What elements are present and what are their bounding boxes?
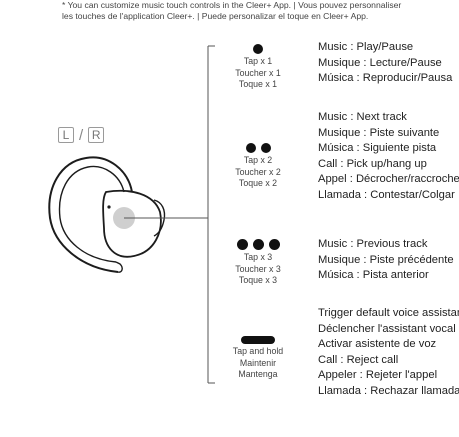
action-line: Trigger default voice assistant [318, 307, 459, 319]
gesture-label: Toucher x 2 [235, 166, 281, 177]
gesture-label: Toucher x 1 [235, 67, 281, 78]
hold-bar-icon [206, 330, 310, 344]
action-line: Music : Previous track [318, 238, 428, 250]
gesture-triple-tap: Tap x 3 Toucher x 3 Toque x 3 [206, 236, 310, 287]
action-line: Música : Reproducir/Pausa [318, 72, 453, 85]
action-line: Musique : Piste précédente [318, 253, 454, 266]
earbud-illustration [48, 156, 166, 273]
gesture-label: Tap x 2 [243, 155, 273, 165]
actions-single-tap: Music : Play/Pause Musique : Lecture/Pau… [318, 40, 459, 87]
left-key: L [58, 127, 74, 143]
action-line: Music : Play/Pause [318, 41, 414, 53]
gesture-label: Toucher x 3 [235, 263, 281, 274]
gesture-label: Toque x 1 [238, 79, 278, 90]
action-line: Música : Pista anterior [318, 269, 429, 282]
action-line: Música : Siguiente pista [318, 142, 437, 155]
double-dot-icon [206, 139, 310, 153]
action-line: Musique : Piste suivante [318, 126, 440, 139]
action-line: Music : Next track [318, 111, 407, 123]
gesture-label: Mantenga [238, 369, 278, 380]
gesture-label: Tap x 1 [243, 56, 273, 66]
note-line-2: les touches de l'application Cleer+. | P… [62, 10, 369, 21]
action-line: Appel : Décrocher/raccrocher [318, 173, 459, 186]
actions-double-tap: Music : Next track Musique : Piste suiva… [318, 110, 459, 204]
single-dot-icon [206, 40, 310, 54]
gesture-single-tap: Tap x 1 Toucher x 1 Toque x 1 [206, 40, 310, 91]
left-right-indicator: L / R [58, 126, 105, 144]
action-line: Llamada : Rechazar llamada [318, 384, 459, 397]
action-line: Appeler : Rejeter l'appel [318, 369, 438, 382]
gesture-label: Tap x 3 [243, 252, 273, 262]
action-line: Activar asistente de voz [318, 338, 437, 351]
separator: / [79, 126, 84, 144]
gesture-label: Toque x 3 [238, 275, 278, 286]
earbud-body [102, 189, 162, 258]
gesture-tap-and-hold: Tap and hold Maintenir Mantenga [206, 330, 310, 381]
action-line: Déclencher l'assistant vocal [318, 322, 456, 335]
gesture-label: Tap and hold [232, 346, 284, 356]
gesture-label: Toque x 2 [238, 178, 278, 189]
triple-dot-icon [206, 236, 310, 250]
action-line: Call : Reject call [318, 353, 399, 366]
touch-zone [113, 207, 135, 229]
actions-tap-and-hold: Trigger default voice assistant Déclench… [318, 306, 459, 400]
action-line: Llamada : Contestar/Colgar [318, 188, 455, 201]
right-key: R [88, 127, 105, 143]
gesture-double-tap: Tap x 2 Toucher x 2 Toque x 2 [206, 139, 310, 190]
action-line: Musique : Lecture/Pause [318, 56, 442, 69]
actions-triple-tap: Music : Previous track Musique : Piste p… [318, 237, 459, 284]
gesture-label: Maintenir [239, 357, 277, 368]
customization-note: * You can customize music touch controls… [62, 0, 459, 22]
action-line: Call : Pick up/hang up [318, 157, 427, 170]
note-line-1: * You can customize music touch controls… [62, 0, 402, 10]
ear-hook [48, 156, 133, 273]
